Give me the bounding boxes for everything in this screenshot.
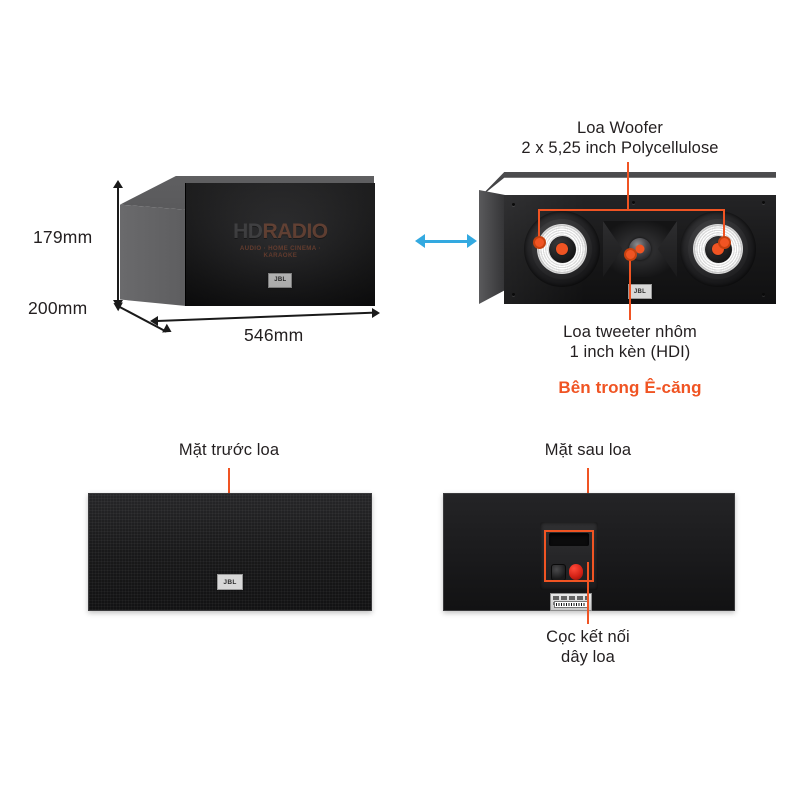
speaker-rear-panel [443,493,735,611]
callout-rear-face: Mặt sau loa [544,441,632,459]
spec-label-line-1 [553,596,589,600]
baffle-screw [632,201,635,204]
rear-spec-label [550,593,592,611]
jbl-badge: JBL [217,574,243,590]
callout-front-face: Mặt trước loa [178,441,280,459]
baffle-screw [762,201,765,204]
woofer-right [680,211,756,287]
depth-label: 200mm [28,298,88,318]
speaker-front-grille: JBL [88,493,372,611]
jbl-badge: JBL [628,284,652,299]
woofer-leader-stem [627,162,629,210]
height-arrow-top [113,180,123,188]
baffle-screw [512,203,515,206]
terminal-plate [540,522,598,590]
width-dimension-line [156,311,378,322]
hdradio-watermark: HDRADIO AUDIO · HOME CINEMA · KARAOKE [233,219,328,259]
height-label: 179mm [33,227,93,247]
callout-terminals: Cọc kết nối dây loa [546,628,630,666]
terminal-highlight-box [544,530,594,582]
callout-inside-grille: Bên trong Ê-căng [558,378,702,397]
terminals-leader [587,562,589,624]
rear-face-leader [587,468,589,506]
width-arrow-left [150,316,158,326]
woofer-right-marker [718,236,731,249]
woofer-left [524,211,600,287]
watermark-tagline: AUDIO · HOME CINEMA · KARAOKE [239,244,321,259]
woofer-leader-left [538,209,540,242]
tweeter-marker [624,248,637,261]
terminal-port-slot [549,533,589,546]
cabinet-side-face [120,204,187,306]
callout-woofer: Loa Woofer 2 x 5,25 inch Polycellulose [521,119,719,157]
watermark-radio: RADIO [262,219,328,243]
woofer-center-dot [556,243,568,255]
callout-tweeter: Loa tweeter nhôm 1 inch kèn (HDI) [563,323,697,361]
depth-arrow-end [162,323,174,337]
arrow-head-left [415,234,425,248]
tweeter-leader [629,252,631,320]
watermark-hd: HD [233,219,263,243]
height-arrow-bottom [113,300,123,308]
jbl-badge: JBL [268,272,293,288]
spec-label-barcode [554,601,588,608]
height-dimension-line [117,186,119,308]
width-label: 546mm [244,325,304,345]
arrow-shaft [423,240,469,243]
speaker-drivers-view: JBL [479,172,776,304]
woofer-left-marker [533,236,546,249]
width-arrow-right [372,308,380,318]
drivers-baffle: JBL [504,195,776,304]
cabinet-front-face: HDRADIO AUDIO · HOME CINEMA · KARAOKE JB… [184,183,376,306]
depth-dimension-line [117,305,167,333]
double-arrow-icon [415,234,477,248]
baffle-screw [512,293,515,296]
woofer-leader-right [723,209,725,242]
tweeter-horn [603,221,677,277]
terminal-post-positive [569,564,583,580]
arrow-head-right [467,234,477,248]
woofer-leader-bridge [538,209,725,211]
baffle-screw [762,293,765,296]
speaker-cabinet-3d-view: HDRADIO AUDIO · HOME CINEMA · KARAOKE JB… [120,176,376,306]
